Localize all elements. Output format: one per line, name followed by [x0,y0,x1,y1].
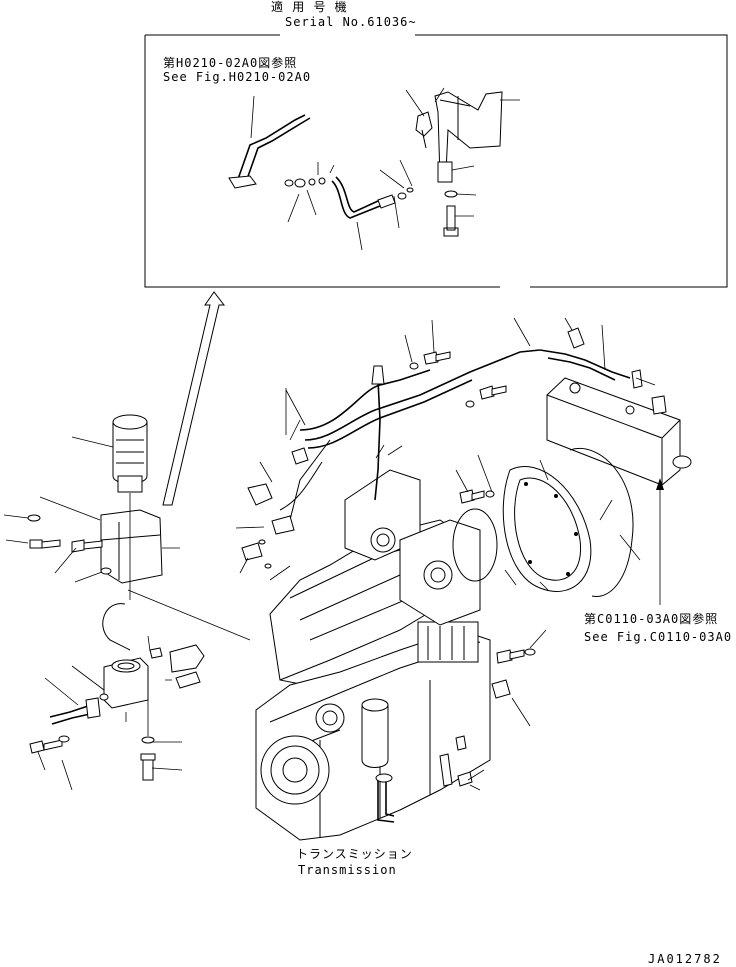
inset-reference-jp: 第H0210-02A0図参照 [163,56,298,70]
caption-jp: トランスミッション [296,847,413,861]
right-reference-en: See Fig.C0110-03A0 [584,630,733,644]
flange-and-tank-right [439,377,692,791]
wiring-harness [235,317,656,581]
right-reference-jp: 第C0110-03A0図参照 [584,612,719,626]
inset-reference-en: See Fig.H0210-02A0 [163,70,312,84]
transmission-body [255,469,491,841]
drawing-number: JA012782 [648,952,722,966]
applicable-model-jp-label: 適 用 号 機 [271,0,348,14]
inset-detail-box [144,34,728,506]
valve-assembly-left [3,414,251,791]
serial-number-label: Serial No.61036~ [285,15,417,29]
caption-en: Transmission [298,863,397,877]
